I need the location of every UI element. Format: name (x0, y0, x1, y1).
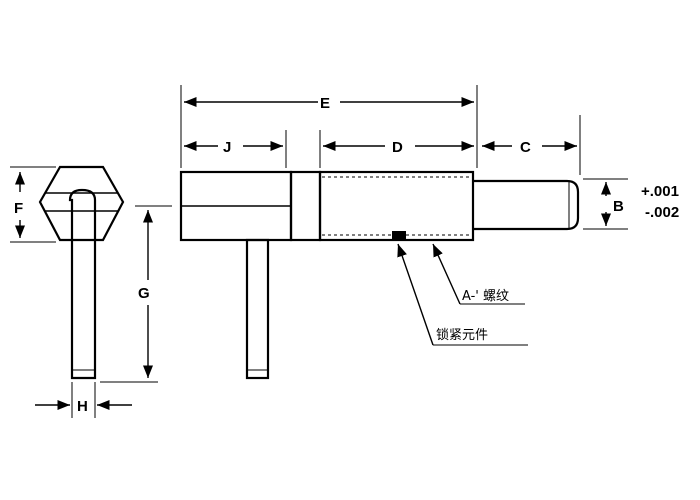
lock-element (392, 231, 406, 239)
handle (245, 238, 270, 380)
tolerance-minus: -.002 (645, 204, 679, 221)
plunger-pin (473, 179, 580, 231)
dim-label-e: E (320, 95, 330, 112)
dim-label-f: F (14, 200, 23, 217)
thread-callout-label: A-' 螺纹 (462, 289, 509, 304)
side-view (179, 170, 580, 380)
end-view: F H (10, 165, 132, 418)
handle-pin-end-view (68, 188, 97, 380)
dim-label-c: C (520, 139, 531, 156)
tolerance-plus: +.001 (641, 183, 679, 200)
lock-leader (397, 243, 434, 346)
dim-label-d: D (392, 139, 403, 156)
thread-leader (432, 243, 461, 305)
threaded-shank (318, 170, 475, 242)
callouts: A-' 螺纹 锁紧元件 (397, 243, 528, 346)
hex-nut-end-view (38, 165, 125, 242)
lock-callout-label: 锁紧元件 (436, 327, 488, 343)
dimension-lines: E J D C B +.001 -.002 G (100, 85, 679, 383)
collar (289, 170, 322, 242)
dim-label-h: H (77, 398, 88, 415)
dim-label-j: J (223, 139, 231, 156)
dim-label-g: G (138, 285, 150, 302)
dim-label-b: B (613, 198, 624, 215)
